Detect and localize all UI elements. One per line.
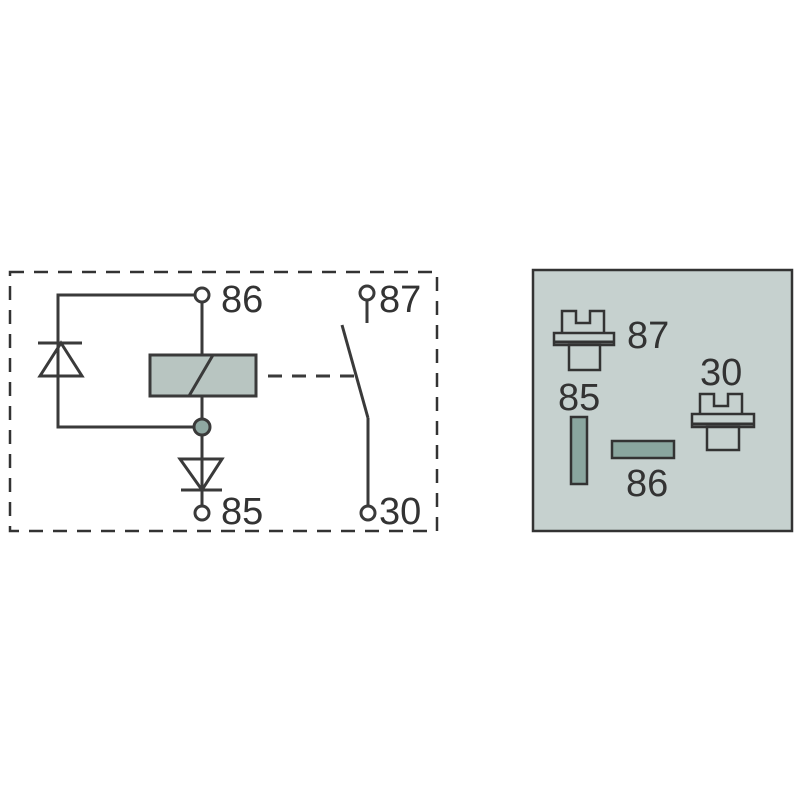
pinout-view: 87 85 86 30 [531, 268, 794, 533]
terminal-87-icon [358, 284, 376, 302]
pin-label-87: 87 [627, 315, 669, 357]
relay-coil-icon [148, 353, 258, 398]
pin-label-85: 85 [558, 377, 600, 419]
pin-label-86: 86 [626, 463, 668, 505]
suppression-wire [56, 293, 195, 429]
suppression-diode-icon [37, 340, 85, 378]
label-86: 86 [221, 279, 263, 321]
terminal-86-icon [193, 286, 211, 304]
blade-87-icon [552, 309, 616, 372]
label-87: 87 [379, 279, 421, 321]
diode-icon [177, 457, 225, 493]
blade-85-icon [569, 415, 589, 486]
blade-86-icon [610, 439, 676, 460]
terminal-30-icon [359, 504, 377, 522]
circuit-schematic: 86 85 87 30 [8, 270, 439, 533]
label-30: 30 [379, 491, 421, 533]
junction-dot [192, 417, 212, 437]
blade-30-icon [690, 392, 756, 452]
switch-icon [340, 300, 370, 506]
pin-label-30: 30 [700, 352, 742, 394]
relay-housing-outline [8, 270, 439, 533]
label-85: 85 [221, 491, 263, 533]
terminal-85-icon [193, 504, 211, 522]
